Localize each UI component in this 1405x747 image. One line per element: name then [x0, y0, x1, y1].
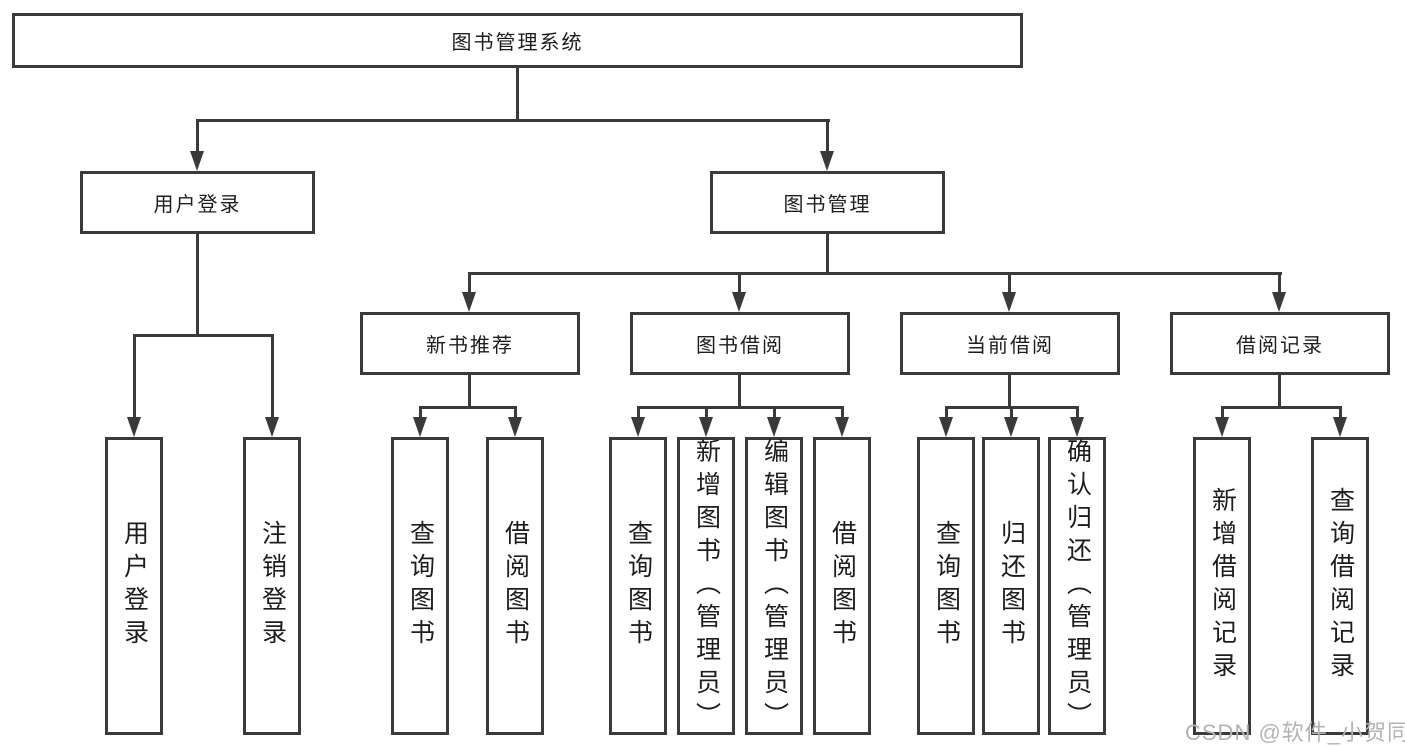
node-user-login: 用户登录: [80, 171, 315, 234]
leaf-borrow-books-recommend: 借阅图书: [486, 437, 544, 735]
connector-new-book-branch: [419, 406, 517, 409]
connector-root-stem: [516, 68, 519, 122]
arrow-down-leaf-borrow-2: [835, 417, 849, 437]
node-label: 借阅记录: [1236, 335, 1324, 357]
arrow-down-leaf-edit-book: [767, 417, 781, 437]
node-label: 用户登录: [153, 194, 242, 216]
node-label: 确认归还（管理员）: [1063, 437, 1092, 735]
node-label: 查询图书: [406, 520, 435, 652]
leaf-edit-book-admin: 编辑图书（管理员）: [745, 437, 803, 735]
connector-book-borrow-stem: [738, 375, 741, 409]
connector-to-leaf-query-2: [637, 406, 640, 417]
connector-to-leaf-confirm-return: [1076, 406, 1079, 417]
leaf-borrow-books-2: 借阅图书: [813, 437, 871, 735]
arrow-down-leaf-borrow-1: [508, 417, 522, 437]
connector-to-leaf-logout: [271, 334, 274, 417]
node-book-borrow: 图书借阅: [630, 312, 850, 375]
connector-to-leaf-borrow-1: [514, 406, 517, 417]
connector-to-leaf-query-3: [945, 406, 948, 417]
arrow-down-new-book-recommend: [462, 292, 476, 312]
arrow-down-current-borrow: [1002, 292, 1016, 312]
connector-book-management-stem: [826, 234, 829, 275]
node-label: 图书借阅: [696, 335, 784, 357]
csdn-watermark: CSDN @软件_小贺同学: [1185, 720, 1405, 745]
arrow-down-book-management: [820, 151, 834, 171]
leaf-add-book-admin: 新增图书（管理员）: [677, 437, 735, 735]
connector-to-user-login: [196, 119, 199, 151]
arrow-down-book-borrow: [732, 292, 746, 312]
connector-to-leaf-query-record: [1339, 406, 1342, 417]
node-label: 图书管理系统: [451, 32, 584, 54]
arrow-down-leaf-query-2: [631, 417, 645, 437]
connector-to-leaf-add-book: [705, 406, 708, 417]
connector-borrow-records-branch: [1221, 406, 1342, 409]
node-label: 借阅图书: [828, 520, 857, 652]
connector-borrow-records-stem: [1278, 375, 1281, 409]
node-borrow-records: 借阅记录: [1170, 312, 1390, 375]
node-new-book-recommend: 新书推荐: [360, 312, 580, 375]
connector-to-book-management: [826, 119, 829, 151]
arrow-down-user-login: [190, 151, 204, 171]
connector-user-login-branch: [133, 334, 274, 337]
node-label: 查询借阅记录: [1326, 487, 1355, 685]
leaf-query-books-current: 查询图书: [917, 437, 975, 735]
connector-to-leaf-edit-book: [773, 406, 776, 417]
node-label: 新增借阅记录: [1208, 487, 1237, 685]
node-book-management: 图书管理: [710, 171, 945, 234]
arrow-down-leaf-add-book: [699, 417, 713, 437]
node-label: 图书管理: [783, 194, 872, 216]
connector-new-book-stem: [468, 375, 471, 409]
connector-to-leaf-login: [133, 334, 136, 417]
leaf-logout: 注销登录: [243, 437, 301, 735]
node-label: 查询图书: [932, 520, 961, 652]
arrow-down-leaf-confirm-return: [1070, 417, 1084, 437]
node-label: 新增图书（管理员）: [692, 437, 721, 735]
node-current-borrow: 当前借阅: [900, 312, 1120, 375]
arrow-down-leaf-login: [127, 417, 141, 437]
connector-current-borrow-stem: [1008, 375, 1011, 409]
leaf-add-borrow-record: 新增借阅记录: [1193, 437, 1251, 735]
connector-to-current-borrow: [1008, 272, 1011, 292]
node-label: 借阅图书: [501, 520, 530, 652]
leaf-return-book: 归还图书: [982, 437, 1040, 735]
leaf-query-borrow-record: 查询借阅记录: [1311, 437, 1369, 735]
connector-book-borrow-branch: [637, 406, 844, 409]
node-label: 当前借阅: [966, 335, 1054, 357]
arrow-down-leaf-return: [1004, 417, 1018, 437]
arrow-down-leaf-logout: [265, 417, 279, 437]
arrow-down-borrow-records: [1272, 292, 1286, 312]
node-label: 查询图书: [624, 520, 653, 652]
node-label: 用户登录: [120, 520, 149, 652]
connector-to-book-borrow: [738, 272, 741, 292]
node-label: 新书推荐: [426, 335, 514, 357]
node-label: 归还图书: [997, 520, 1026, 652]
connector-to-leaf-add-record: [1221, 406, 1224, 417]
connector-to-leaf-borrow-2: [841, 406, 844, 417]
leaf-confirm-return-admin: 确认归还（管理员）: [1048, 437, 1106, 735]
connector-user-login-stem: [196, 234, 199, 337]
leaf-query-books-borrow: 查询图书: [609, 437, 667, 735]
connector-to-new-book-recommend: [468, 272, 471, 292]
connector-root-branch: [196, 119, 830, 122]
arrow-down-leaf-query-1: [413, 417, 427, 437]
connector-to-borrow-records: [1278, 272, 1281, 292]
node-root: 图书管理系统: [12, 13, 1023, 68]
node-label: 编辑图书（管理员）: [760, 437, 789, 735]
arrow-down-leaf-add-record: [1215, 417, 1229, 437]
leaf-user-login: 用户登录: [105, 437, 163, 735]
connector-to-leaf-query-1: [419, 406, 422, 417]
connector-level3-branch: [468, 272, 1282, 275]
node-label: 注销登录: [258, 520, 287, 652]
leaf-query-books-recommend: 查询图书: [391, 437, 449, 735]
connector-to-leaf-return: [1010, 406, 1013, 417]
arrow-down-leaf-query-record: [1333, 417, 1347, 437]
arrow-down-leaf-query-3: [939, 417, 953, 437]
